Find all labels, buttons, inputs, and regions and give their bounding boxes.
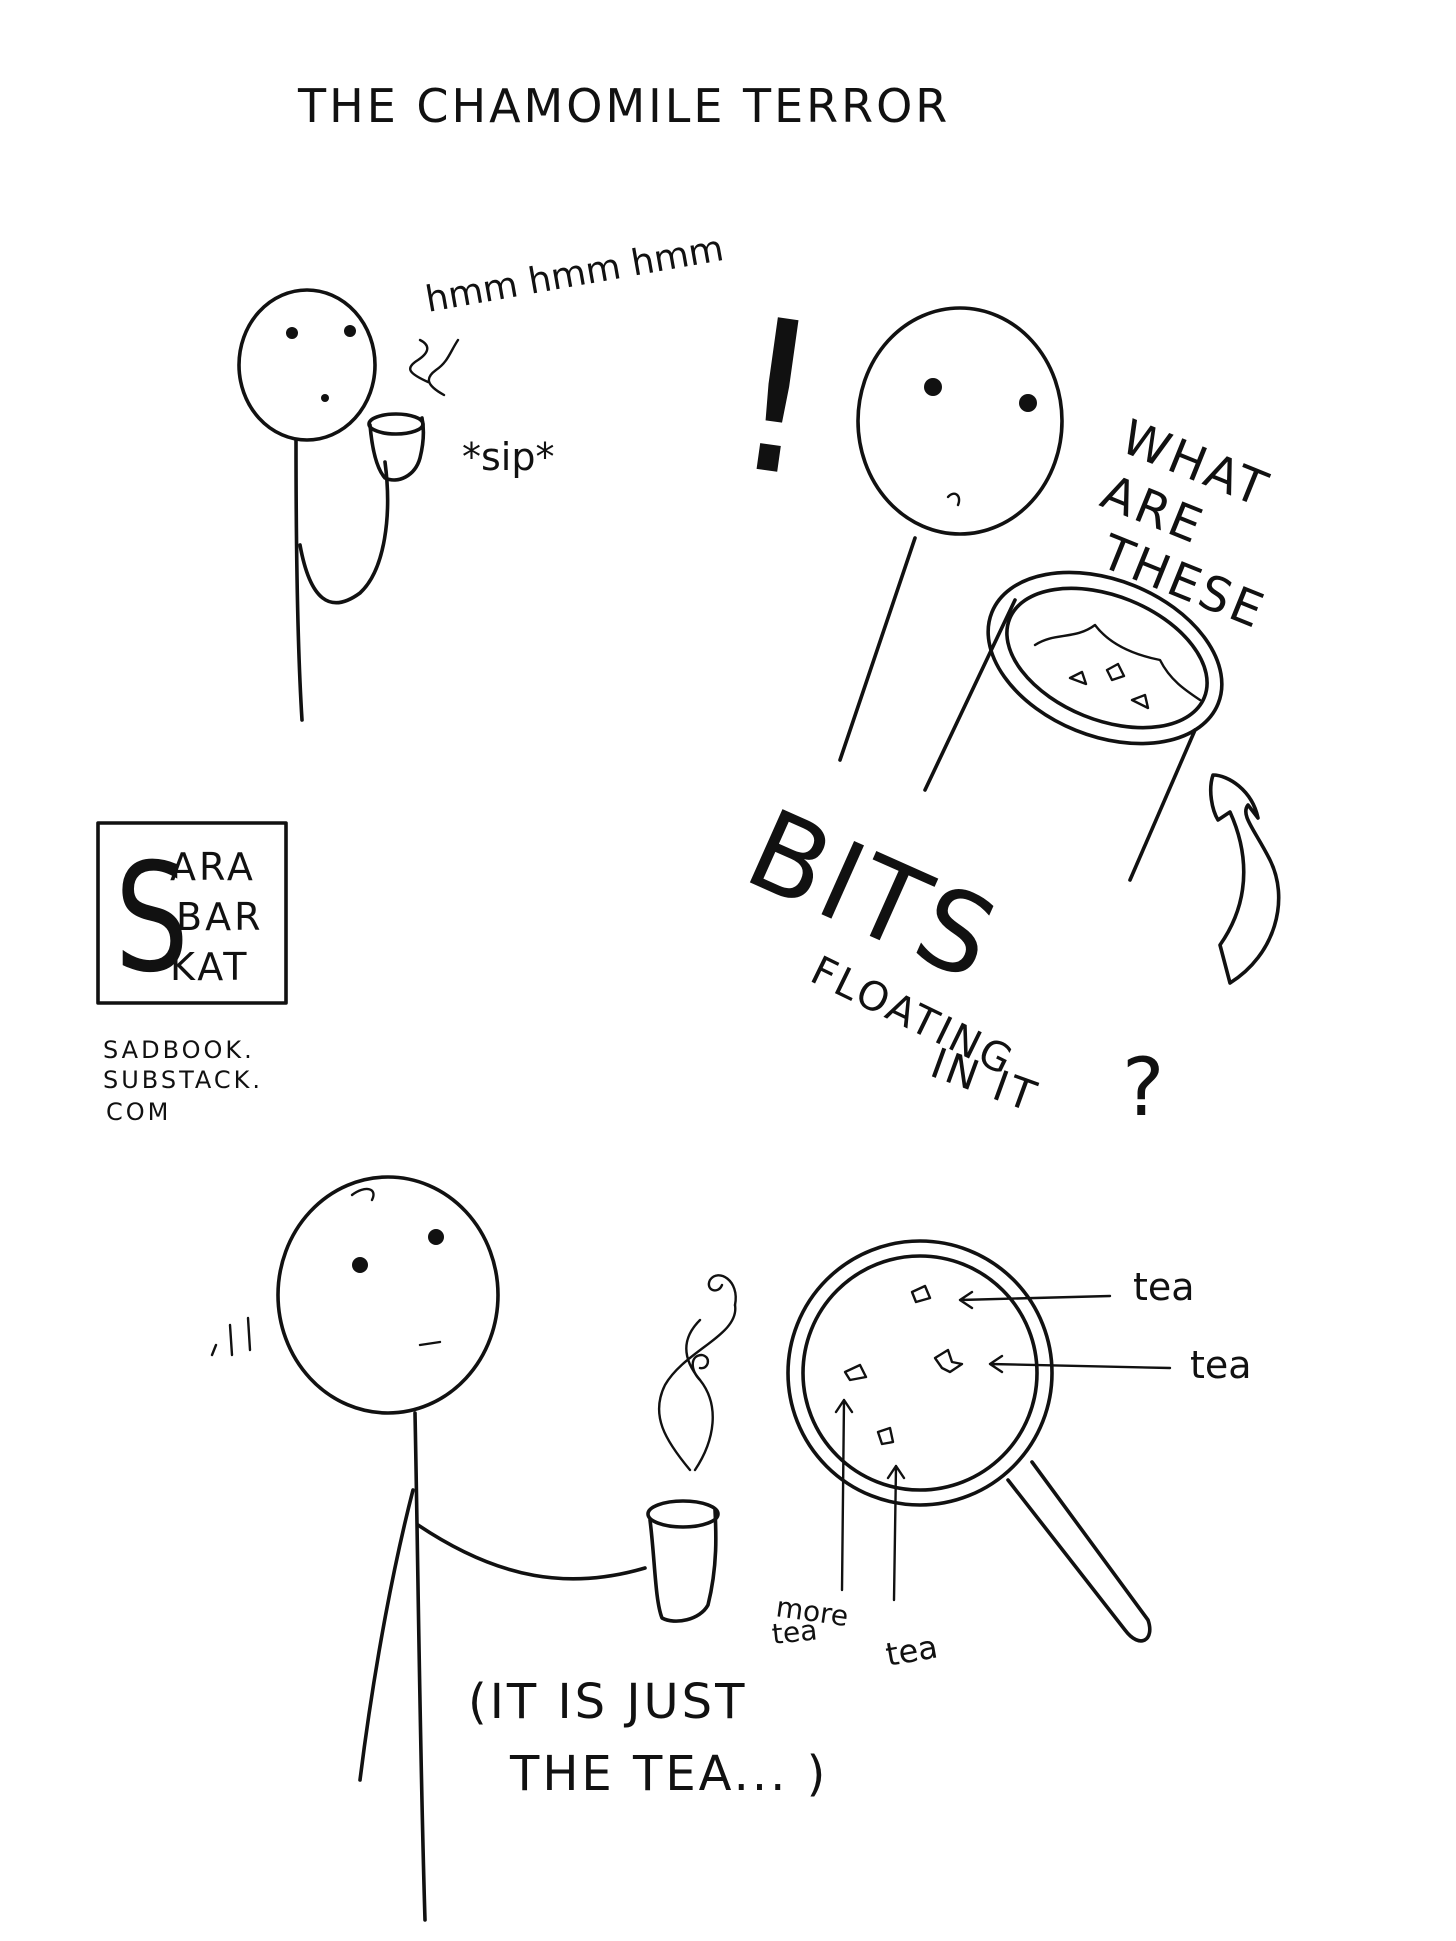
- head: [276, 1175, 500, 1415]
- tea-cup-small: [367, 338, 460, 482]
- stick-figure-shocked: [838, 306, 1064, 762]
- handle: [1006, 1460, 1152, 1643]
- tea-cup-large: [923, 570, 1224, 882]
- cup-rim: [646, 1499, 720, 1529]
- eye-left: [286, 327, 298, 339]
- label-more-tea: tea: [770, 1613, 819, 1651]
- logo-line-3: KAT: [170, 945, 250, 989]
- label-tea-2: tea: [1190, 1343, 1252, 1387]
- label-tea-3: tea: [883, 1627, 941, 1673]
- body: [413, 1411, 427, 1922]
- tea-bit-3: [843, 1363, 868, 1382]
- body: [294, 438, 304, 722]
- lens-outer: [786, 1239, 1054, 1507]
- arm: [298, 460, 390, 605]
- arrow-3: [834, 1398, 854, 1592]
- cup-rim: [367, 412, 425, 436]
- magnifying-glass: [786, 1239, 1152, 1643]
- question-mark: ?: [1122, 1041, 1164, 1134]
- site-line-3: COM: [106, 1098, 171, 1126]
- head: [237, 288, 377, 442]
- body: [838, 536, 917, 762]
- steam: [657, 1303, 737, 1472]
- caption-line-2: THE TEA... ): [509, 1746, 828, 1802]
- cup-body: [368, 416, 426, 482]
- arrow-1: [958, 1290, 1112, 1310]
- cup-side-left: [923, 598, 1017, 792]
- site-line-2: SUBSTACK.: [103, 1066, 263, 1094]
- comic-title: THE CHAMOMILE TERROR: [297, 79, 950, 133]
- eye-right: [1019, 394, 1037, 412]
- arm-left: [358, 1488, 415, 1782]
- sip-text: *sip*: [462, 435, 554, 479]
- mouth: [321, 394, 329, 402]
- panel-inspecting: ! WHAT ARE THESE BITS FLOATING IN IT ?: [718, 271, 1281, 1134]
- tea-bit-2: [933, 1348, 964, 1374]
- steam-curl-mid: [691, 1353, 710, 1382]
- nervous-marks: [210, 1316, 252, 1357]
- eye-right: [428, 1229, 444, 1245]
- hum-text: hmm hmm hmm: [422, 228, 726, 321]
- tea-bit-1: [910, 1284, 932, 1304]
- cup-side-right: [1128, 728, 1197, 882]
- arrow-4: [886, 1464, 906, 1602]
- logo-line-1: ARA: [170, 845, 256, 889]
- cup-rim-outer: [986, 570, 1224, 746]
- curved-arrow: [1209, 773, 1281, 985]
- eye-left: [352, 1257, 368, 1273]
- logo-frame: [96, 821, 288, 1005]
- logo-line-2: BAR: [176, 895, 263, 939]
- cup-rim-inner: [1005, 586, 1209, 730]
- eye-left: [924, 378, 942, 396]
- steam-curl-top: [707, 1274, 737, 1307]
- caption-line-1: (IT IS JUST: [468, 1674, 747, 1730]
- logo-initial: S: [115, 831, 189, 1006]
- label-tea-1: tea: [1133, 1265, 1195, 1309]
- stick-figure-sipping: [237, 288, 390, 722]
- panel-just-tea: tea tea more tea tea (IT IS JUST THE TEA…: [210, 1175, 1252, 1922]
- hair-tuft: [350, 1187, 375, 1202]
- tea-label-arrows: [834, 1290, 1172, 1602]
- site-line-1: SADBOOK.: [103, 1036, 255, 1064]
- cup-body: [648, 1508, 718, 1623]
- exclamation-mark: !: [718, 271, 835, 525]
- mouth: [946, 492, 961, 507]
- arrow-2: [988, 1354, 1172, 1374]
- stick-figure-sheepish: [210, 1175, 647, 1922]
- tea-bits: [1068, 662, 1150, 710]
- panel-sipping: hmm hmm hmm *sip*: [237, 228, 727, 722]
- tea-bit-4: [876, 1426, 895, 1446]
- tea-cup-held: [646, 1274, 737, 1623]
- arm-right: [416, 1523, 647, 1581]
- mouth: [418, 1340, 442, 1347]
- lens-inner: [801, 1254, 1039, 1492]
- steam: [408, 338, 460, 397]
- eye-right: [344, 325, 356, 337]
- artist-logo: S ARA BAR KAT SADBOOK. SUBSTACK. COM: [96, 821, 288, 1126]
- tea-surface: [1033, 623, 1202, 702]
- head: [856, 306, 1064, 536]
